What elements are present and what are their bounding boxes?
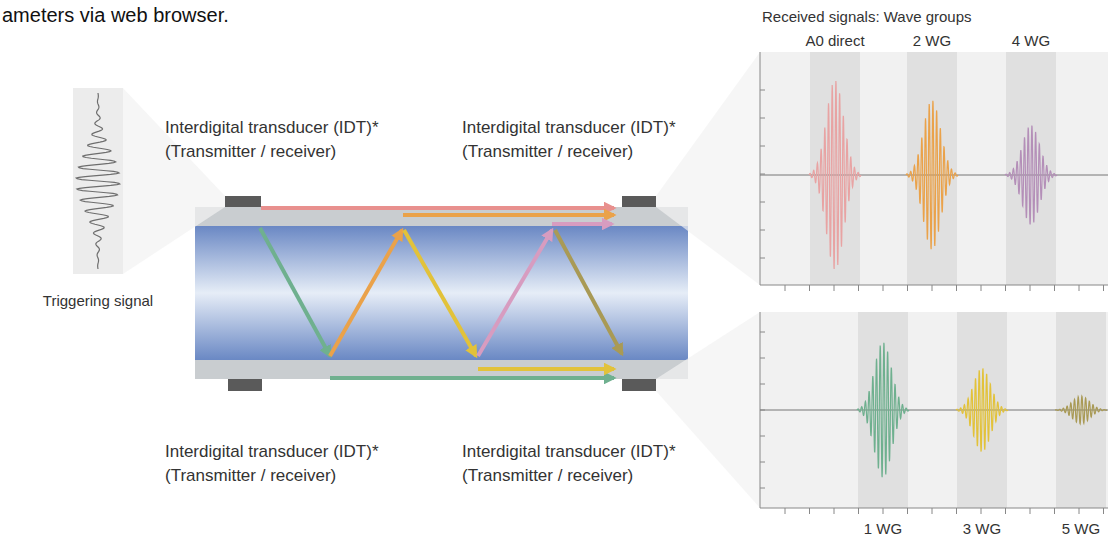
wave-packets [809,81,1107,477]
annotation-label: Interdigital transducer (IDT)* [165,442,379,462]
page-text: ameters via web browser. [2,4,229,27]
wave-arrow [330,230,402,356]
triggering-wave [76,93,120,269]
wave-paths [260,208,622,378]
signal-panel [73,88,123,274]
wave-group-label: 3 WG [963,520,1001,537]
wave-arrow [552,222,612,226]
signal-chart [760,52,1108,285]
wave-packet [857,343,909,478]
wave-group-label: A0 direct [805,32,864,49]
pointer-wedge [656,312,760,508]
idt-transducer [228,379,262,391]
wave-arrow [478,367,614,371]
idt-transducer [622,379,656,391]
annotation-label: (Transmitter / receiver) [165,466,336,486]
wave-arrow [404,230,476,356]
pipe-wall [195,360,688,379]
annotation-label: Interdigital transducer (IDT)* [462,118,676,138]
axis-ticks [760,90,1104,514]
annotation-label: Interdigital transducer (IDT)* [165,118,379,138]
pipe-wall [195,207,688,226]
wave-packet [1005,126,1057,225]
idt-transducer [622,196,656,207]
pipe-fluid [195,226,688,360]
annotation-label: Triggering signal [43,292,153,309]
wave-packet [1055,396,1107,424]
wave-arrow [478,230,552,356]
annotation-label: Received signals: Wave groups [762,8,972,25]
wave-group-label: 5 WG [1062,520,1100,537]
signal-chart [760,312,1108,508]
wave-group-label: 2 WG [913,32,951,49]
annotation-label: Interdigital transducer (IDT)* [462,442,676,462]
wave-arrow [260,228,330,356]
wave-arrow [330,376,614,380]
annotation-label: (Transmitter / receiver) [462,142,633,162]
wave-packet [956,368,1008,451]
annotation-label: (Transmitter / receiver) [462,466,633,486]
idt-transducer [225,196,261,207]
wave-packet [809,81,861,269]
wave-group-label: 4 WG [1012,32,1050,49]
wave-group-label: 1 WG [864,520,902,537]
wave-arrow [555,230,622,354]
wave-arrow [403,213,614,217]
annotation-label: (Transmitter / receiver) [165,142,336,162]
pointer-wedge [123,88,225,274]
direct-wave-arrow [261,206,614,210]
wave-packet [906,101,958,249]
triggering-wave [76,93,120,269]
pointer-wedge [656,52,760,285]
